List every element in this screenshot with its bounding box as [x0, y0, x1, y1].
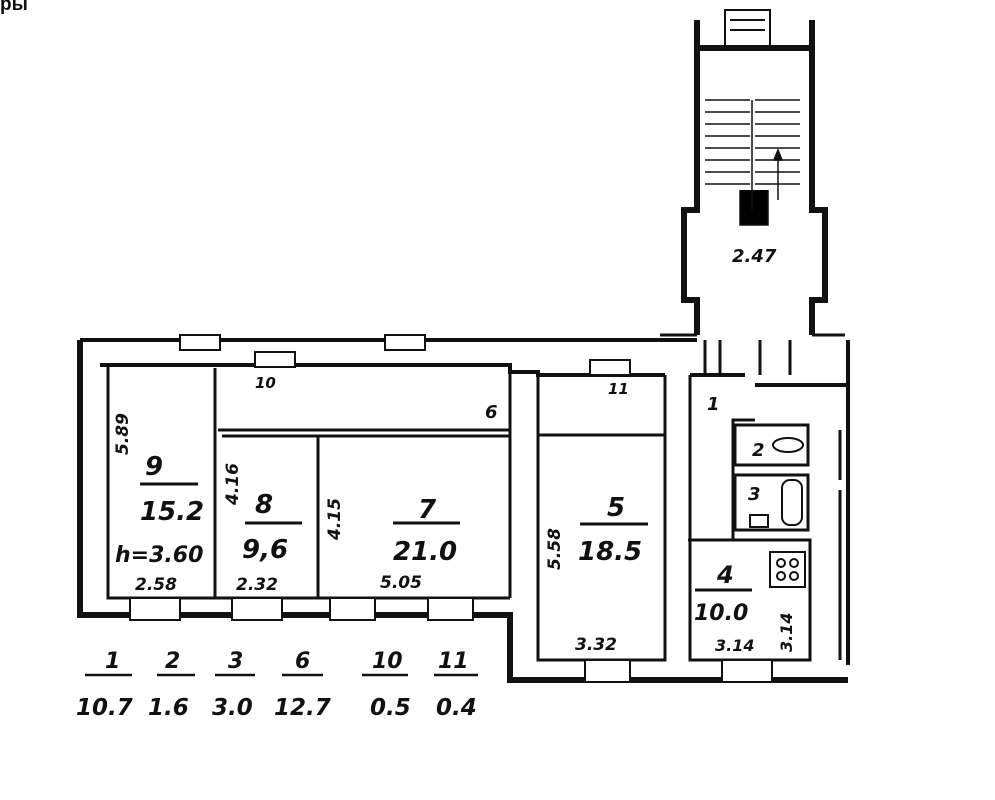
svg-text:5: 5	[607, 493, 625, 523]
sink-icon	[749, 514, 769, 528]
svg-text:2.32: 2.32	[236, 575, 278, 595]
svg-text:1: 1	[105, 649, 120, 674]
room-8: 8 9,6 2.32 4.16	[223, 463, 302, 595]
room-7: 7 21.0 5.05 4.15	[325, 495, 460, 593]
stair-treads	[705, 99, 800, 226]
legend-item: 100.5	[362, 649, 411, 721]
stair-label: 2.47	[732, 246, 777, 267]
svg-text:4: 4	[716, 561, 734, 589]
svg-text:3: 3	[228, 649, 243, 674]
svg-text:11: 11	[438, 649, 469, 674]
svg-text:5.89: 5.89	[113, 413, 133, 455]
svg-text:3.32: 3.32	[575, 635, 617, 655]
svg-text:3.14: 3.14	[777, 613, 796, 652]
room-5: 5 18.5 3.32 5.58	[545, 493, 648, 655]
svg-text:9,6: 9,6	[242, 535, 288, 565]
svg-text:10.0: 10.0	[694, 601, 748, 626]
svg-text:5.58: 5.58	[545, 528, 565, 570]
room-11-label: 11	[608, 380, 629, 398]
svg-text:10.7: 10.7	[76, 695, 133, 721]
room-3-label: 3	[748, 484, 761, 505]
svg-text:5.05: 5.05	[380, 573, 422, 593]
room-9: 9 15.2 h=3.60 2.58 5.89	[113, 413, 204, 595]
room-6-label: 6	[485, 402, 498, 423]
stairwell: 2.47	[660, 9, 845, 375]
svg-text:15.2: 15.2	[140, 497, 204, 527]
svg-text:7: 7	[418, 495, 437, 525]
room-1-label: 1	[707, 394, 720, 415]
svg-text:18.5: 18.5	[578, 537, 642, 567]
svg-text:21.0: 21.0	[393, 537, 457, 567]
header-text: ры	[0, 0, 28, 15]
svg-text:9: 9	[145, 452, 163, 482]
stove-icon	[769, 551, 806, 588]
svg-text:0.4: 0.4	[436, 695, 477, 721]
room-4: 4 10.0 3.14 3.14	[694, 561, 796, 655]
svg-text:1.6: 1.6	[148, 695, 189, 721]
fixtures	[749, 437, 806, 588]
legend-item: 612.7	[274, 649, 331, 721]
legend-item: 110.7	[76, 649, 133, 721]
svg-text:h=3.60: h=3.60	[115, 543, 203, 568]
svg-text:10: 10	[372, 649, 403, 674]
room-2-label: 2	[752, 440, 765, 461]
legend-item: 21.6	[148, 649, 195, 721]
svg-text:3.0: 3.0	[212, 695, 253, 721]
svg-text:8: 8	[255, 490, 273, 520]
windows	[129, 334, 773, 683]
legend-item: 110.4	[434, 649, 478, 721]
svg-text:4.15: 4.15	[325, 498, 345, 541]
bathtub-icon	[781, 479, 803, 526]
area-legend: 110.7 21.6 33.0 612.7 100.5 110.4	[76, 649, 478, 721]
svg-text:12.7: 12.7	[274, 695, 331, 721]
svg-text:4.16: 4.16	[223, 463, 243, 506]
toilet-icon	[772, 437, 804, 453]
svg-text:2: 2	[165, 649, 180, 674]
room-10-label: 10	[255, 374, 276, 392]
legend-item: 33.0	[212, 649, 255, 721]
svg-text:6: 6	[295, 649, 310, 674]
svg-text:2.58: 2.58	[135, 575, 177, 595]
svg-text:0.5: 0.5	[370, 695, 411, 721]
svg-text:3.14: 3.14	[715, 636, 754, 655]
